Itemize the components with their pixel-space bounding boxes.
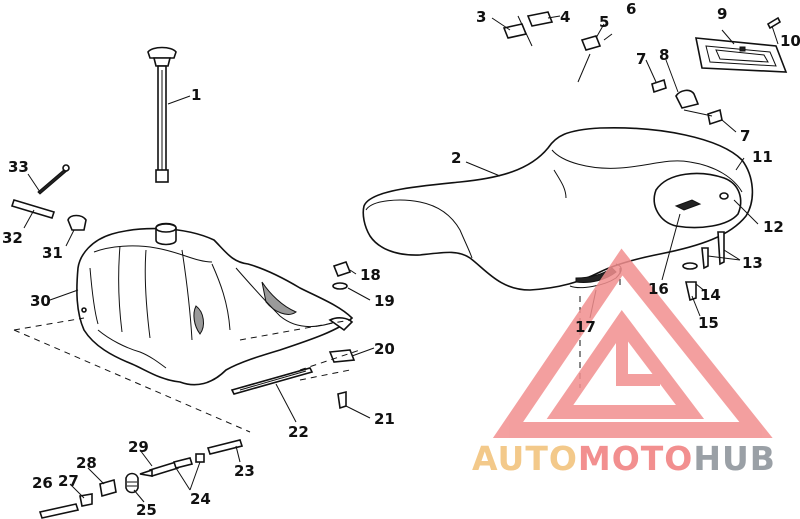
clip-4 bbox=[526, 11, 554, 27]
bulb-socket-7b bbox=[707, 108, 723, 126]
callout-3: 3 bbox=[476, 8, 486, 26]
callout-1: 1 bbox=[191, 86, 201, 104]
callout-17: 17 bbox=[575, 318, 596, 336]
callout-26: 26 bbox=[32, 474, 53, 492]
taillight-inner bbox=[715, 49, 769, 63]
bolt-21 bbox=[337, 390, 347, 410]
vent-tube-32 bbox=[10, 199, 56, 219]
callout-4: 4 bbox=[560, 8, 570, 26]
nut-18 bbox=[332, 261, 352, 277]
callout-12: 12 bbox=[763, 218, 784, 236]
callout-11: 11 bbox=[752, 148, 773, 166]
callout-29: 29 bbox=[128, 438, 149, 456]
watermark-hub: HUB bbox=[693, 439, 776, 478]
fuel-line-parts bbox=[38, 439, 244, 519]
clip-parts bbox=[502, 11, 723, 126]
fuel-tank bbox=[76, 222, 354, 386]
callout-18: 18 bbox=[360, 266, 381, 284]
hose-26 bbox=[38, 503, 80, 519]
taillight-bolt bbox=[766, 16, 782, 30]
callout-10: 10 bbox=[780, 32, 800, 50]
fuel-sender bbox=[147, 46, 177, 183]
taillight-group bbox=[695, 16, 788, 73]
seat-assembly bbox=[362, 126, 754, 291]
callout-19: 19 bbox=[374, 292, 395, 310]
seat-crease bbox=[553, 169, 567, 199]
bolt-13a bbox=[701, 247, 709, 270]
callout-30: 30 bbox=[30, 292, 51, 310]
fuel-tank-body bbox=[76, 227, 354, 386]
leader-lines bbox=[23, 15, 759, 503]
callout-14: 14 bbox=[700, 286, 721, 304]
watermark-logo-mark bbox=[492, 248, 773, 438]
callout-24: 24 bbox=[190, 490, 211, 508]
callout-2: 2 bbox=[451, 149, 461, 167]
callout-6: 6 bbox=[626, 0, 636, 18]
vent-line-33 bbox=[37, 167, 69, 195]
seat-emblem bbox=[674, 199, 702, 211]
watermark-moto: MOTO bbox=[578, 439, 693, 478]
callout-25: 25 bbox=[136, 501, 157, 519]
clip-5 bbox=[580, 35, 602, 51]
watermark-auto: AUTO bbox=[472, 439, 578, 478]
vent-parts bbox=[10, 164, 87, 247]
fitting-23 bbox=[206, 439, 244, 455]
bulb-socket-7a bbox=[651, 78, 667, 94]
callout-16: 16 bbox=[648, 280, 669, 298]
bulb-8 bbox=[675, 89, 700, 109]
bolt-15 bbox=[685, 281, 697, 302]
callout-33: 33 bbox=[8, 158, 29, 176]
callout-20: 20 bbox=[374, 340, 395, 358]
callout-15: 15 bbox=[698, 314, 719, 332]
seat-step-line bbox=[551, 149, 743, 193]
callout-28: 28 bbox=[76, 454, 97, 472]
rollover-valve-31 bbox=[67, 214, 87, 231]
callout-32: 32 bbox=[2, 229, 23, 247]
callout-9: 9 bbox=[717, 5, 727, 23]
callout-8: 8 bbox=[659, 46, 669, 64]
taillight-housing bbox=[695, 37, 788, 73]
callout-7b: 7 bbox=[740, 127, 750, 145]
washer-14 bbox=[682, 262, 698, 270]
hose-24a bbox=[148, 461, 180, 477]
seat-cushion bbox=[362, 126, 754, 291]
clamp-24 bbox=[195, 453, 205, 463]
fuel-sender-cap bbox=[147, 46, 177, 59]
seat-hardware bbox=[682, 231, 725, 302]
callout-27: 27 bbox=[58, 472, 79, 490]
callout-7a: 7 bbox=[636, 50, 646, 68]
taillight-screw-hole bbox=[739, 46, 746, 52]
seat-cover-hole bbox=[719, 192, 729, 200]
callout-22: 22 bbox=[288, 423, 309, 441]
seat-edge-line bbox=[365, 199, 473, 259]
seat-side-cover bbox=[653, 172, 742, 229]
callout-5: 5 bbox=[599, 13, 609, 31]
washer-19 bbox=[332, 282, 348, 290]
callout-21: 21 bbox=[374, 410, 395, 428]
watermark-wordmark: AUTOMOTOHUB bbox=[472, 439, 776, 478]
spring-clamp-25 bbox=[125, 472, 139, 494]
callout-31: 31 bbox=[42, 244, 63, 262]
taillight-lens bbox=[705, 45, 777, 67]
callout-23: 23 bbox=[234, 462, 255, 480]
bolt-13b bbox=[717, 231, 725, 266]
callout-13: 13 bbox=[742, 254, 763, 272]
